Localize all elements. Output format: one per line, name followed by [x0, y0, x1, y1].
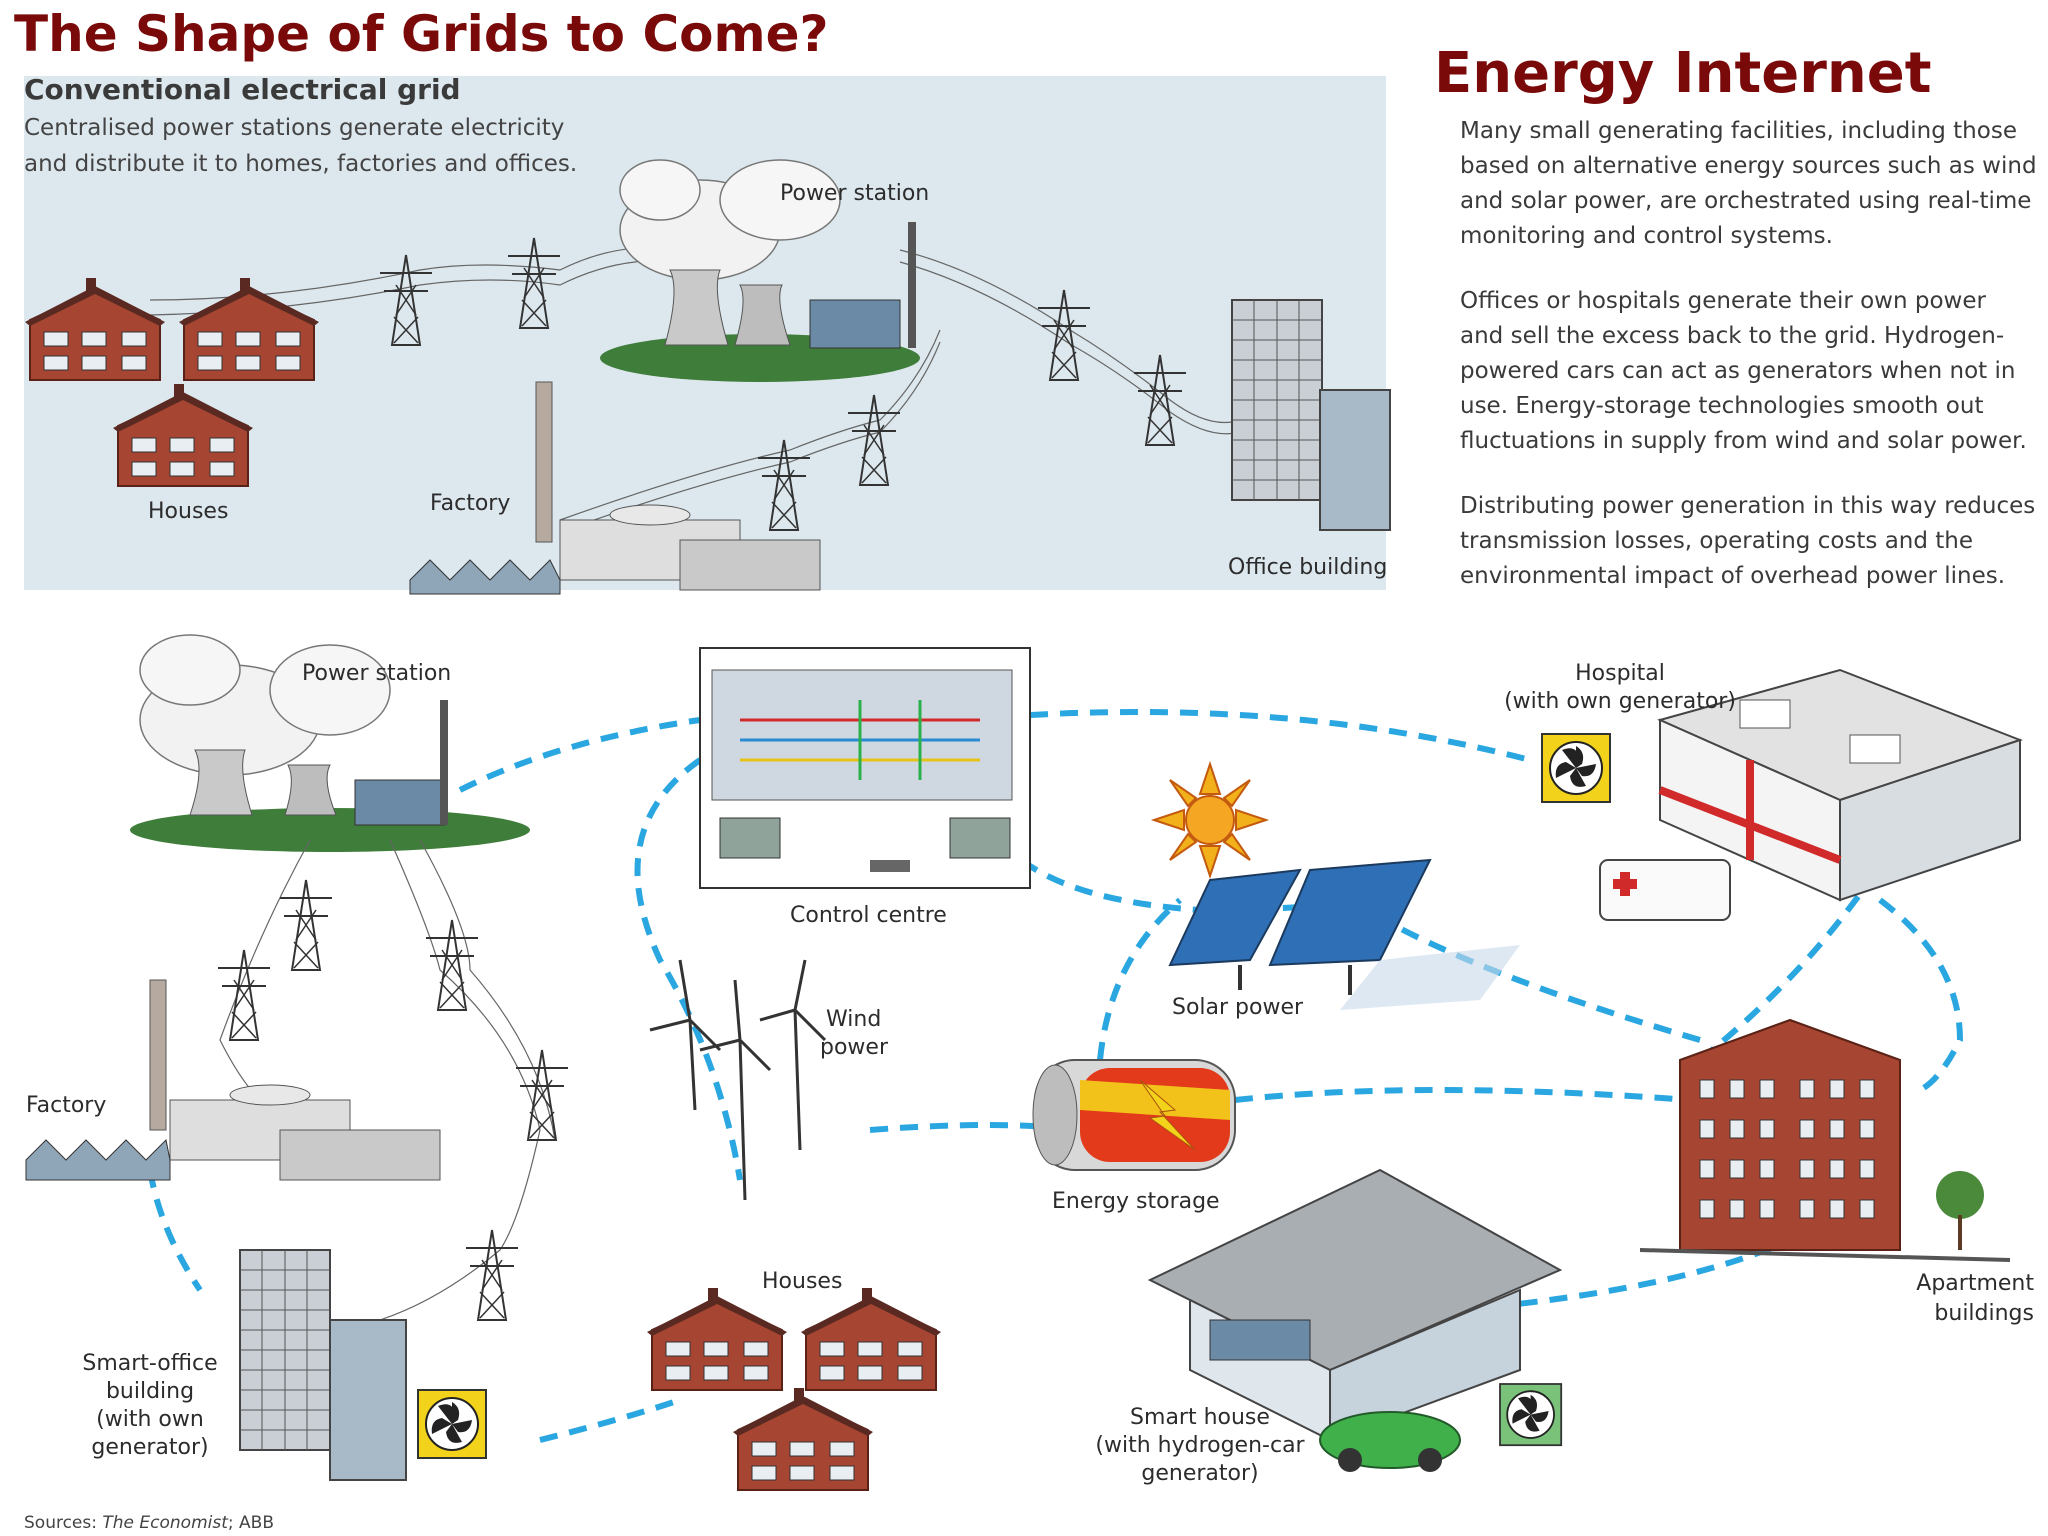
ei-smart-house-label-3: generator) [1141, 1461, 1259, 1486]
ei-power-station-label: Power station [302, 661, 452, 686]
conv-office-building-label: Office building [1228, 555, 1388, 580]
energy-internet-title: Energy Internet [1434, 41, 1932, 106]
pylon-icon [757, 439, 811, 531]
wind-turbine-icon [649, 959, 827, 1201]
ei-apartment-label-2: buildings [1934, 1301, 2034, 1326]
house-icon [800, 1287, 942, 1391]
ei-smart-house-illustration [1147, 1168, 1563, 1472]
sources-prefix: Sources: [24, 1513, 103, 1533]
conventional-description-line1: Centralised power stations generate elec… [24, 115, 565, 141]
ei-smart-office-label-2: building [105, 1379, 195, 1404]
ei-wind-power-label-2: power [820, 1035, 888, 1060]
house-icon [112, 383, 254, 487]
ei-smart-office-label-3: (with own [96, 1407, 204, 1432]
power-station-illustration [600, 159, 920, 382]
ei-energy-storage-label: Energy storage [1052, 1189, 1220, 1214]
ei-factory-label: Factory [26, 1093, 107, 1118]
ei-paragraph-line: Offices or hospitals generate their own … [1460, 288, 1986, 314]
ei-paragraph-line: fluctuations in supply from wind and sol… [1460, 428, 2027, 454]
ei-smart-office-label-1: Smart-office [82, 1351, 218, 1376]
ei-smart-office-illustration [239, 1249, 407, 1481]
pylon-icon [217, 949, 271, 1041]
ei-paragraph-line: and sell the excess back to the grid. Hy… [1460, 323, 2005, 349]
house-icon [646, 1287, 788, 1391]
house-icon [732, 1387, 874, 1491]
ei-paragraph-line: Many small generating facilities, includ… [1460, 118, 2017, 144]
ei-solar-power-label: Solar power [1172, 995, 1304, 1020]
ei-paragraph-2: Offices or hospitals generate their own … [1460, 284, 2040, 459]
pylon-icon [465, 1229, 519, 1321]
ei-paragraph-line: use. Energy-storage technologies smooth … [1460, 393, 1984, 419]
pylon-icon [379, 254, 433, 346]
ei-paragraph-3: Distributing power generation in this wa… [1460, 489, 2040, 594]
pylon-icon [279, 879, 333, 971]
ei-apartment-label-1: Apartment [1916, 1271, 2034, 1296]
office-building-illustration [1231, 299, 1391, 531]
ei-apartment-illustration [1639, 1018, 2011, 1262]
pylon-icon [847, 394, 901, 486]
ei-control-centre-label: Control centre [790, 903, 947, 928]
ei-power-station-illustration [130, 634, 530, 852]
ei-hospital-label: Hospital [1575, 661, 1665, 686]
sources-italic: The Economist [102, 1513, 228, 1533]
ei-paragraph-line: transmission losses, operating costs and… [1460, 528, 1974, 554]
solar-panels-illustration [1168, 858, 1520, 1010]
sun-icon [1150, 760, 1270, 880]
conv-power-station-label: Power station [780, 181, 930, 206]
sources-suffix: ; ABB [227, 1513, 274, 1533]
pylon-icon [507, 237, 561, 329]
ei-paragraph-line: monitoring and control systems. [1460, 223, 1833, 249]
conventional-description-line2: and distribute it to homes, factories an… [24, 151, 578, 177]
house-icon [24, 277, 166, 381]
generator-fan-icon [1541, 733, 1611, 803]
ei-paragraph-line: Distributing power generation in this wa… [1460, 493, 2036, 519]
ei-hospital-note: (with own generator) [1504, 689, 1736, 714]
ei-smart-house-label-2: (with hydrogen-car [1095, 1433, 1305, 1458]
sources-credit: Sources: The Economist; ABB [24, 1512, 274, 1534]
conv-houses-label: Houses [148, 499, 229, 524]
ei-paragraph-line: and solar power, are orchestrated using … [1460, 188, 2032, 214]
pylon-icon [1133, 354, 1187, 446]
ei-smart-house-label-1: Smart house [1130, 1405, 1270, 1430]
ei-paragraph-line: powered cars can act as generators when … [1460, 358, 2016, 384]
ei-paragraph-line: based on alternative energy sources such… [1460, 153, 2037, 179]
pylon-icon [515, 1049, 569, 1141]
ei-wind-power-label-1: Wind [826, 1007, 882, 1032]
ei-paragraph-line: environmental impact of overhead power l… [1460, 563, 2006, 589]
house-icon [178, 277, 320, 381]
ei-houses-label: Houses [762, 1269, 843, 1294]
factory-illustration [409, 381, 821, 595]
generator-fan-icon [1499, 1383, 1563, 1447]
ei-smart-office-label-4: generator) [91, 1435, 209, 1460]
main-title: The Shape of Grids to Come? [14, 5, 829, 63]
ei-paragraph-1: Many small generating facilities, includ… [1460, 114, 2040, 254]
ei-power-lines [219, 839, 556, 1321]
pylon-icon [1037, 289, 1091, 381]
battery-icon [1032, 1059, 1236, 1171]
conventional-heading: Conventional electrical grid [24, 73, 461, 106]
control-centre-illustration [699, 647, 1031, 889]
conv-factory-label: Factory [430, 491, 511, 516]
ei-hospital-illustration [1599, 668, 2023, 921]
generator-fan-icon [417, 1389, 487, 1459]
ei-factory-illustration [25, 979, 441, 1181]
energy-internet-text: Many small generating facilities, includ… [1460, 114, 2040, 594]
